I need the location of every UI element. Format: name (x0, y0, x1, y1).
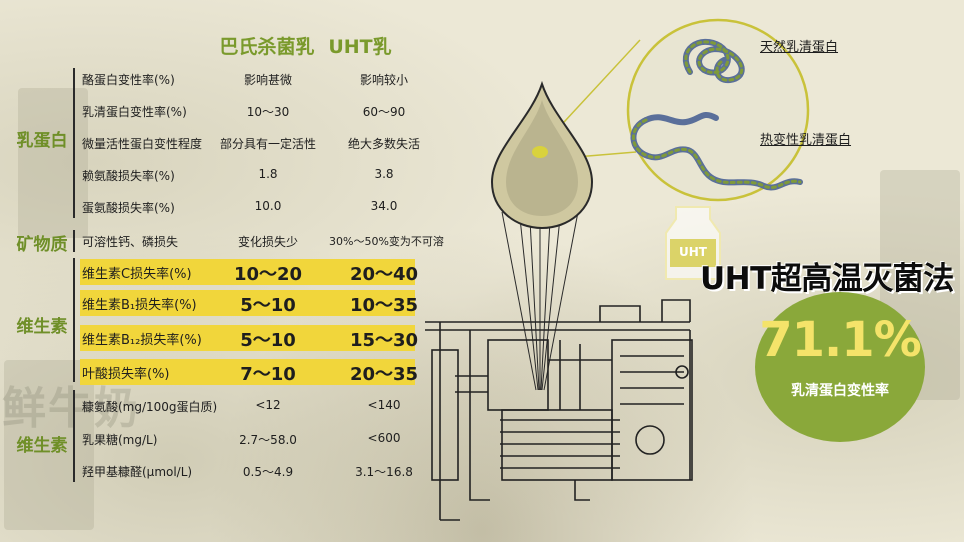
row-value-uht: 30%～50%变为不可溶 (329, 235, 444, 248)
uht-title: UHT超高温灭菌法 (700, 261, 954, 297)
table-row: 酪蛋白变性率(%) 影响甚微 影响较小 (80, 66, 415, 92)
row-value-uht: 影响较小 (359, 73, 408, 87)
natural-whey-protein-label: 天然乳清蛋白 (760, 40, 839, 55)
table-row-highlighted: 维生素C损失率(%) 10～20 20～40 (80, 259, 418, 285)
funnel-lines (501, 211, 579, 391)
row-value-uht: 20～40 (349, 264, 419, 285)
denaturation-percent-label: 乳清蛋白变性率 (791, 383, 889, 399)
denatured-whey-protein-label: 热变性乳清蛋白 (760, 133, 852, 148)
row-name: 酪蛋白变性率(%) (82, 73, 175, 87)
milk-carton-icon: UHT (662, 205, 724, 281)
table-row-highlighted: 维生素B₁₂损失率(%) 5～10 15～30 (80, 325, 418, 351)
row-value-uht: 绝大多数失活 (347, 137, 420, 151)
row-name: 维生素B₁₂损失率(%) (82, 333, 202, 348)
table-row: 微量活性蛋白变性程度 部分具有一定活性 绝大多数失活 (80, 130, 420, 156)
category-label-vitamin-2: 维生素 (16, 436, 68, 456)
row-value-uht: <600 (367, 431, 401, 445)
row-value-uht: 60～90 (362, 105, 406, 119)
row-value-uht: 3.8 (374, 167, 394, 181)
row-value-pasteurized: 5～10 (240, 330, 296, 351)
row-value-uht: 20～35 (349, 364, 419, 385)
row-name: 维生素C损失率(%) (82, 267, 192, 282)
row-name: 乳清蛋白变性率(%) (82, 105, 187, 119)
background-text: 鲜牛奶 (2, 383, 140, 434)
table-row: 糠氨酸(mg/100g蛋白质) <12 <140 (80, 393, 415, 419)
milk-drop-icon (490, 80, 594, 230)
row-value-pasteurized: 10～30 (246, 105, 290, 119)
bracket-vitamin (73, 258, 75, 382)
row-value-pasteurized: 1.8 (258, 167, 278, 181)
row-value-pasteurized: 10～20 (233, 264, 303, 285)
row-name: 乳果糖(mg/L) (82, 433, 158, 447)
row-name: 羟甲基糠醛(μmol/L) (82, 465, 193, 479)
row-value-pasteurized: 部分具有一定活性 (219, 137, 316, 151)
category-label-vitamin: 维生素 (16, 317, 68, 337)
row-value-pasteurized: 5～10 (240, 295, 296, 316)
row-name: 可溶性钙、磷损失 (82, 235, 179, 249)
bracket-protein (73, 68, 75, 218)
row-value-pasteurized: 7～10 (240, 364, 296, 385)
denaturation-rate-badge: 71.1% 乳清蛋白变性率 (755, 292, 925, 442)
column-header-pasteurized: 巴氏杀菌乳 (219, 36, 315, 58)
row-name: 赖氨酸损失率(%) (82, 169, 175, 183)
category-label-protein: 乳蛋白 (16, 131, 68, 151)
row-value-uht: <140 (367, 398, 401, 412)
uht-machine-icon (425, 299, 693, 521)
row-value-uht: 10～35 (349, 295, 419, 316)
background-carton-left-bottom (4, 360, 94, 530)
table-row: 可溶性钙、磷损失 变化损失少 30%～50%变为不可溶 (80, 228, 444, 254)
category-label-mineral: 矿物质 (16, 235, 68, 255)
row-name: 蛋氨酸损失率(%) (82, 201, 175, 215)
background-carton-left (18, 88, 88, 238)
row-value-uht: 34.0 (370, 199, 398, 213)
bracket-other (73, 390, 75, 482)
row-name: 糠氨酸(mg/100g蛋白质) (82, 400, 218, 414)
row-value-pasteurized: 影响甚微 (243, 73, 292, 87)
carton-label: UHT (679, 245, 707, 259)
table-row-highlighted: 维生素B₁损失率(%) 5～10 10～35 (80, 290, 418, 316)
row-value-pasteurized: <12 (255, 398, 281, 412)
table-row-highlighted: 叶酸损失率(%) 7～10 20～35 (80, 359, 418, 385)
magnifier-circle (626, 18, 810, 202)
column-header-uht: UHT乳 (328, 36, 392, 58)
row-value-uht: 3.1～16.8 (355, 465, 413, 479)
row-value-pasteurized: 0.5～4.9 (242, 465, 294, 479)
row-name: 叶酸损失率(%) (82, 367, 170, 382)
table-row: 羟甲基糠醛(μmol/L) 0.5～4.9 3.1～16.8 (80, 458, 415, 484)
table-row: 赖氨酸损失率(%) 1.8 3.8 (80, 162, 415, 188)
denaturation-percent: 71.1% (759, 312, 922, 368)
row-value-pasteurized: 2.7～58.0 (239, 433, 297, 447)
row-name: 维生素B₁损失率(%) (82, 298, 197, 313)
row-value-pasteurized: 变化损失少 (237, 235, 298, 249)
table-row: 蛋氨酸损失率(%) 10.0 34.0 (80, 194, 415, 220)
table-row: 乳清蛋白变性率(%) 10～30 60～90 (80, 98, 415, 124)
row-value-pasteurized: 10.0 (254, 199, 282, 213)
table-row: 乳果糖(mg/L) 2.7～58.0 <600 (80, 426, 415, 452)
row-value-uht: 15～30 (349, 330, 419, 351)
bracket-mineral (73, 230, 75, 252)
row-name: 微量活性蛋白变性程度 (82, 137, 203, 151)
